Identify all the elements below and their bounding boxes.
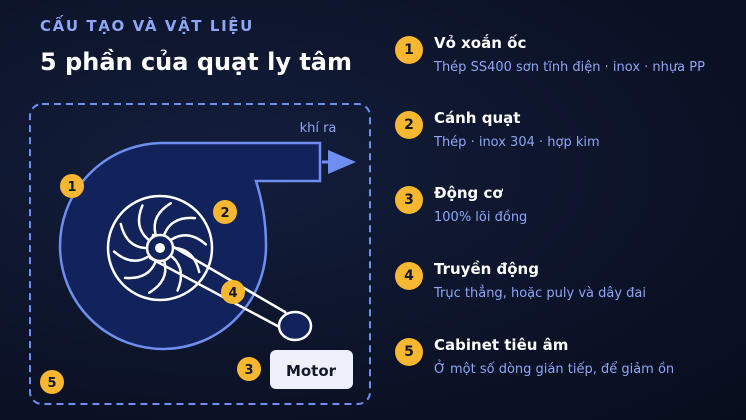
page-title: 5 phần của quạt ly tâm [40, 48, 353, 76]
svg-text:3: 3 [244, 363, 253, 378]
motor-label: Motor [286, 362, 337, 380]
impeller-blade [170, 234, 208, 246]
outlet-label: khí ra [300, 121, 337, 136]
motor-pulley [277, 310, 313, 342]
part-item-impeller: 2 Cánh quạt Thép · inox 304 · hợp kim [395, 107, 740, 167]
motor-box [270, 350, 353, 389]
impeller-blade [119, 222, 147, 250]
number-badge: 4 [395, 262, 423, 290]
svg-text:4: 4 [228, 286, 237, 301]
section-eyebrow: CẤU TẠO VÀ VẬT LIỆU [40, 17, 254, 35]
part-item-drive: 4 Truyền động Trục thẳng, hoặc puly và d… [395, 258, 740, 318]
part-desc: Ở một số dòng gián tiếp, để giảm ồn [434, 362, 675, 377]
part-title: Truyền động [434, 260, 539, 278]
part-item-motor: 3 Động cơ 100% lõi đồng [395, 182, 740, 242]
part-item-cabinet: 5 Cabinet tiêu âm Ở một số dòng gián tiế… [395, 334, 740, 394]
impeller-blade [112, 250, 150, 262]
number-badge: 3 [395, 186, 423, 214]
part-desc: Thép · inox 304 · hợp kim [434, 135, 600, 150]
svg-text:1: 1 [67, 180, 76, 195]
part-desc: Thép SS400 sơn tĩnh điện · inox · nhựa P… [434, 60, 705, 75]
number-badge: 1 [395, 36, 423, 64]
part-title: Vỏ xoắn ốc [434, 34, 527, 52]
svg-text:2: 2 [220, 206, 229, 221]
impeller-blade [170, 255, 183, 292]
part-desc: 100% lõi đồng [434, 210, 528, 225]
part-desc: Trục thẳng, hoặc puly và dây đai [434, 286, 646, 301]
diagram-badge-5: 5 [40, 370, 64, 394]
impeller-blade [153, 202, 172, 235]
impeller-blade [173, 246, 201, 274]
impeller-blade [148, 261, 167, 294]
diagram-badge-4: 4 [221, 280, 245, 304]
diagram-badge-2: 2 [213, 200, 237, 224]
number-badge: 2 [395, 111, 423, 139]
part-title: Động cơ [434, 184, 503, 202]
part-title: Cabinet tiêu âm [434, 336, 569, 354]
diagram-badge-3: 3 [237, 357, 261, 381]
impeller-blade [137, 204, 150, 241]
part-item-casing: 1 Vỏ xoắn ốc Thép SS400 sơn tĩnh điện · … [395, 32, 740, 92]
impeller [106, 194, 214, 302]
diagram-badge-1: 1 [60, 174, 84, 198]
fan-diagram: khí ra Motor 1 2 4 3 5 [29, 103, 371, 405]
impeller-blade [123, 261, 157, 280]
impeller-blade [163, 216, 197, 235]
number-badge: 5 [395, 338, 423, 366]
part-title: Cánh quạt [434, 109, 521, 127]
svg-text:5: 5 [47, 376, 56, 391]
cabinet-outline [29, 103, 371, 405]
outlet-arrowhead [328, 150, 356, 174]
